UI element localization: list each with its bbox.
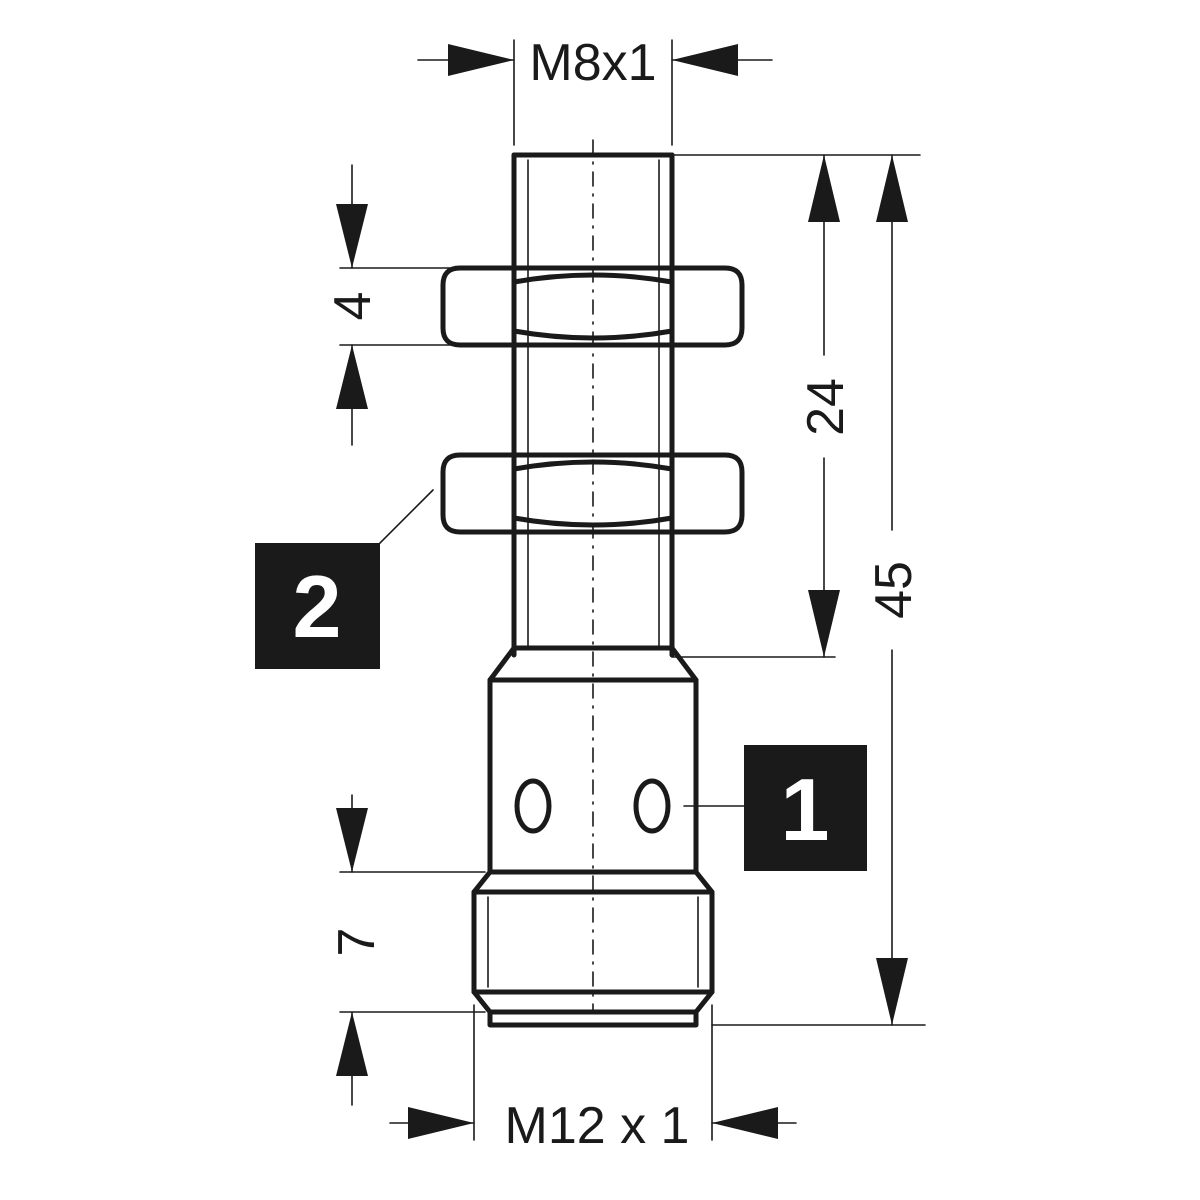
socket-length-label: 7 [328, 928, 386, 957]
dimension-socket-length: 7 [328, 794, 486, 1106]
callout-2: 2 [255, 489, 434, 669]
nut-thickness-label: 4 [324, 292, 382, 321]
m12-connector-thread [471, 869, 715, 1028]
led-window-left [514, 778, 552, 834]
dimension-total-length: 45 [711, 154, 926, 1026]
callout-1-label: 1 [781, 760, 830, 859]
dimension-thread-bottom: M12 x 1 [389, 1004, 797, 1155]
callout-1: 1 [683, 745, 867, 871]
connector-housing [487, 645, 699, 875]
total-length-label: 45 [865, 561, 923, 619]
led-window-right [633, 778, 671, 834]
thread-top-label: M8x1 [529, 34, 656, 92]
dimension-thread-top: M8x1 [417, 34, 773, 146]
thread-length-label: 24 [797, 378, 855, 436]
thread-bottom-label: M12 x 1 [505, 1097, 690, 1155]
dimension-nut-thickness: 4 [324, 164, 456, 446]
threaded-sleeve [511, 152, 675, 658]
callout-2-label: 2 [293, 557, 342, 656]
dimension-thread-length: 24 [671, 154, 921, 658]
